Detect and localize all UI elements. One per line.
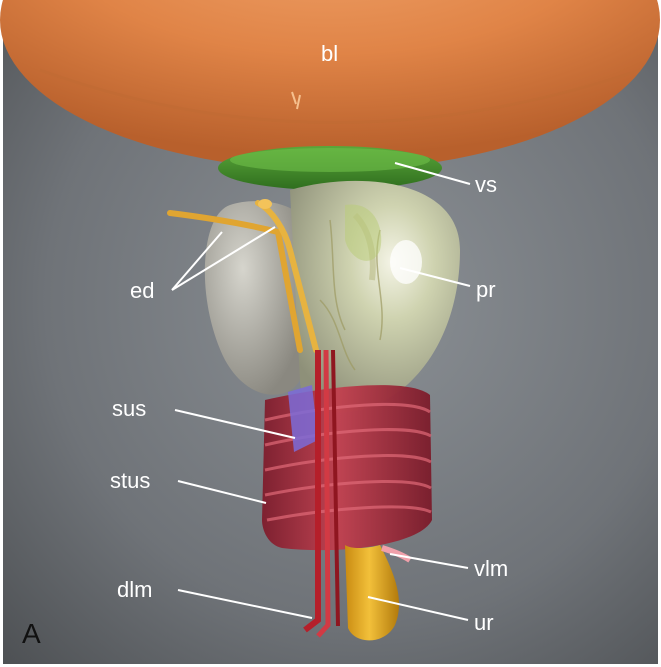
label-vs: vs: [475, 172, 497, 197]
striated-urethral-sphincter: [262, 385, 432, 551]
label-ed: ed: [130, 278, 155, 303]
panel-letter: A: [22, 618, 41, 649]
urethra: [345, 545, 400, 641]
ejaculatory-ducts: [167, 199, 319, 353]
bladder: [0, 0, 660, 170]
label-pr: pr: [476, 277, 496, 302]
label-dlm: dlm: [117, 577, 153, 602]
label-vlm: vlm: [474, 556, 509, 581]
dorsal-longitudinal-muscle: [303, 349, 340, 638]
sus-structure: [288, 385, 318, 452]
vesical-sphincter: [218, 146, 442, 190]
label-ur: ur: [474, 610, 494, 635]
label-sus: sus: [112, 396, 147, 421]
label-bl: bl: [321, 41, 339, 66]
leader-lines: [171, 162, 471, 621]
vlm-structure: [381, 545, 412, 563]
label-stus: stus: [110, 468, 151, 493]
